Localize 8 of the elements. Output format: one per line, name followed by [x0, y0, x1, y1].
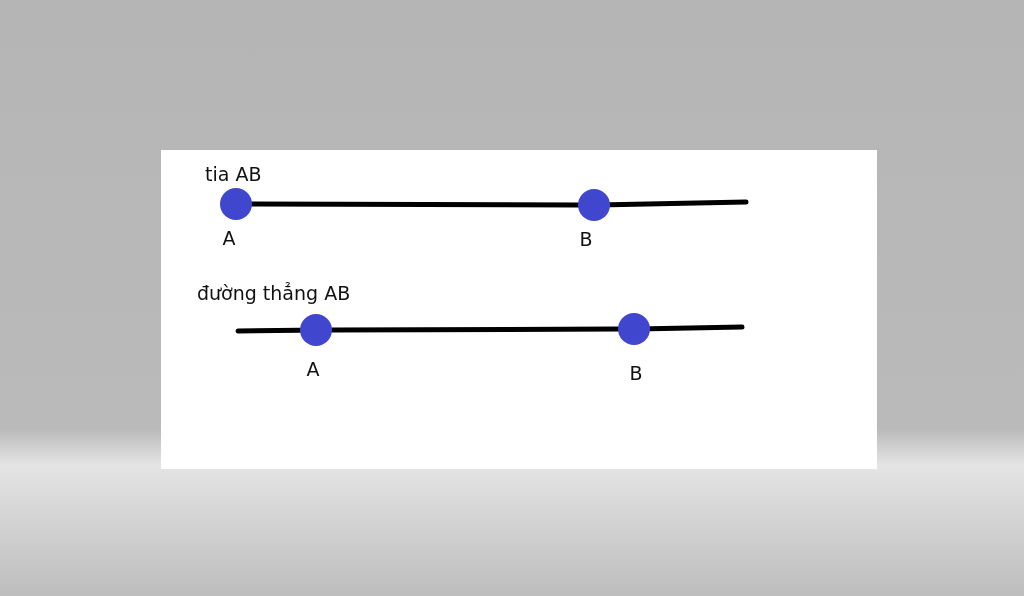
line-extension	[607, 199, 749, 208]
point-label: A	[305, 358, 321, 380]
figure-title: tia AB	[205, 163, 262, 185]
point-label: A	[221, 227, 237, 249]
point-label: B	[578, 228, 594, 250]
line-extension	[647, 324, 745, 332]
point-label: B	[628, 362, 644, 384]
figure-title: đường thẳng AB	[197, 282, 351, 304]
